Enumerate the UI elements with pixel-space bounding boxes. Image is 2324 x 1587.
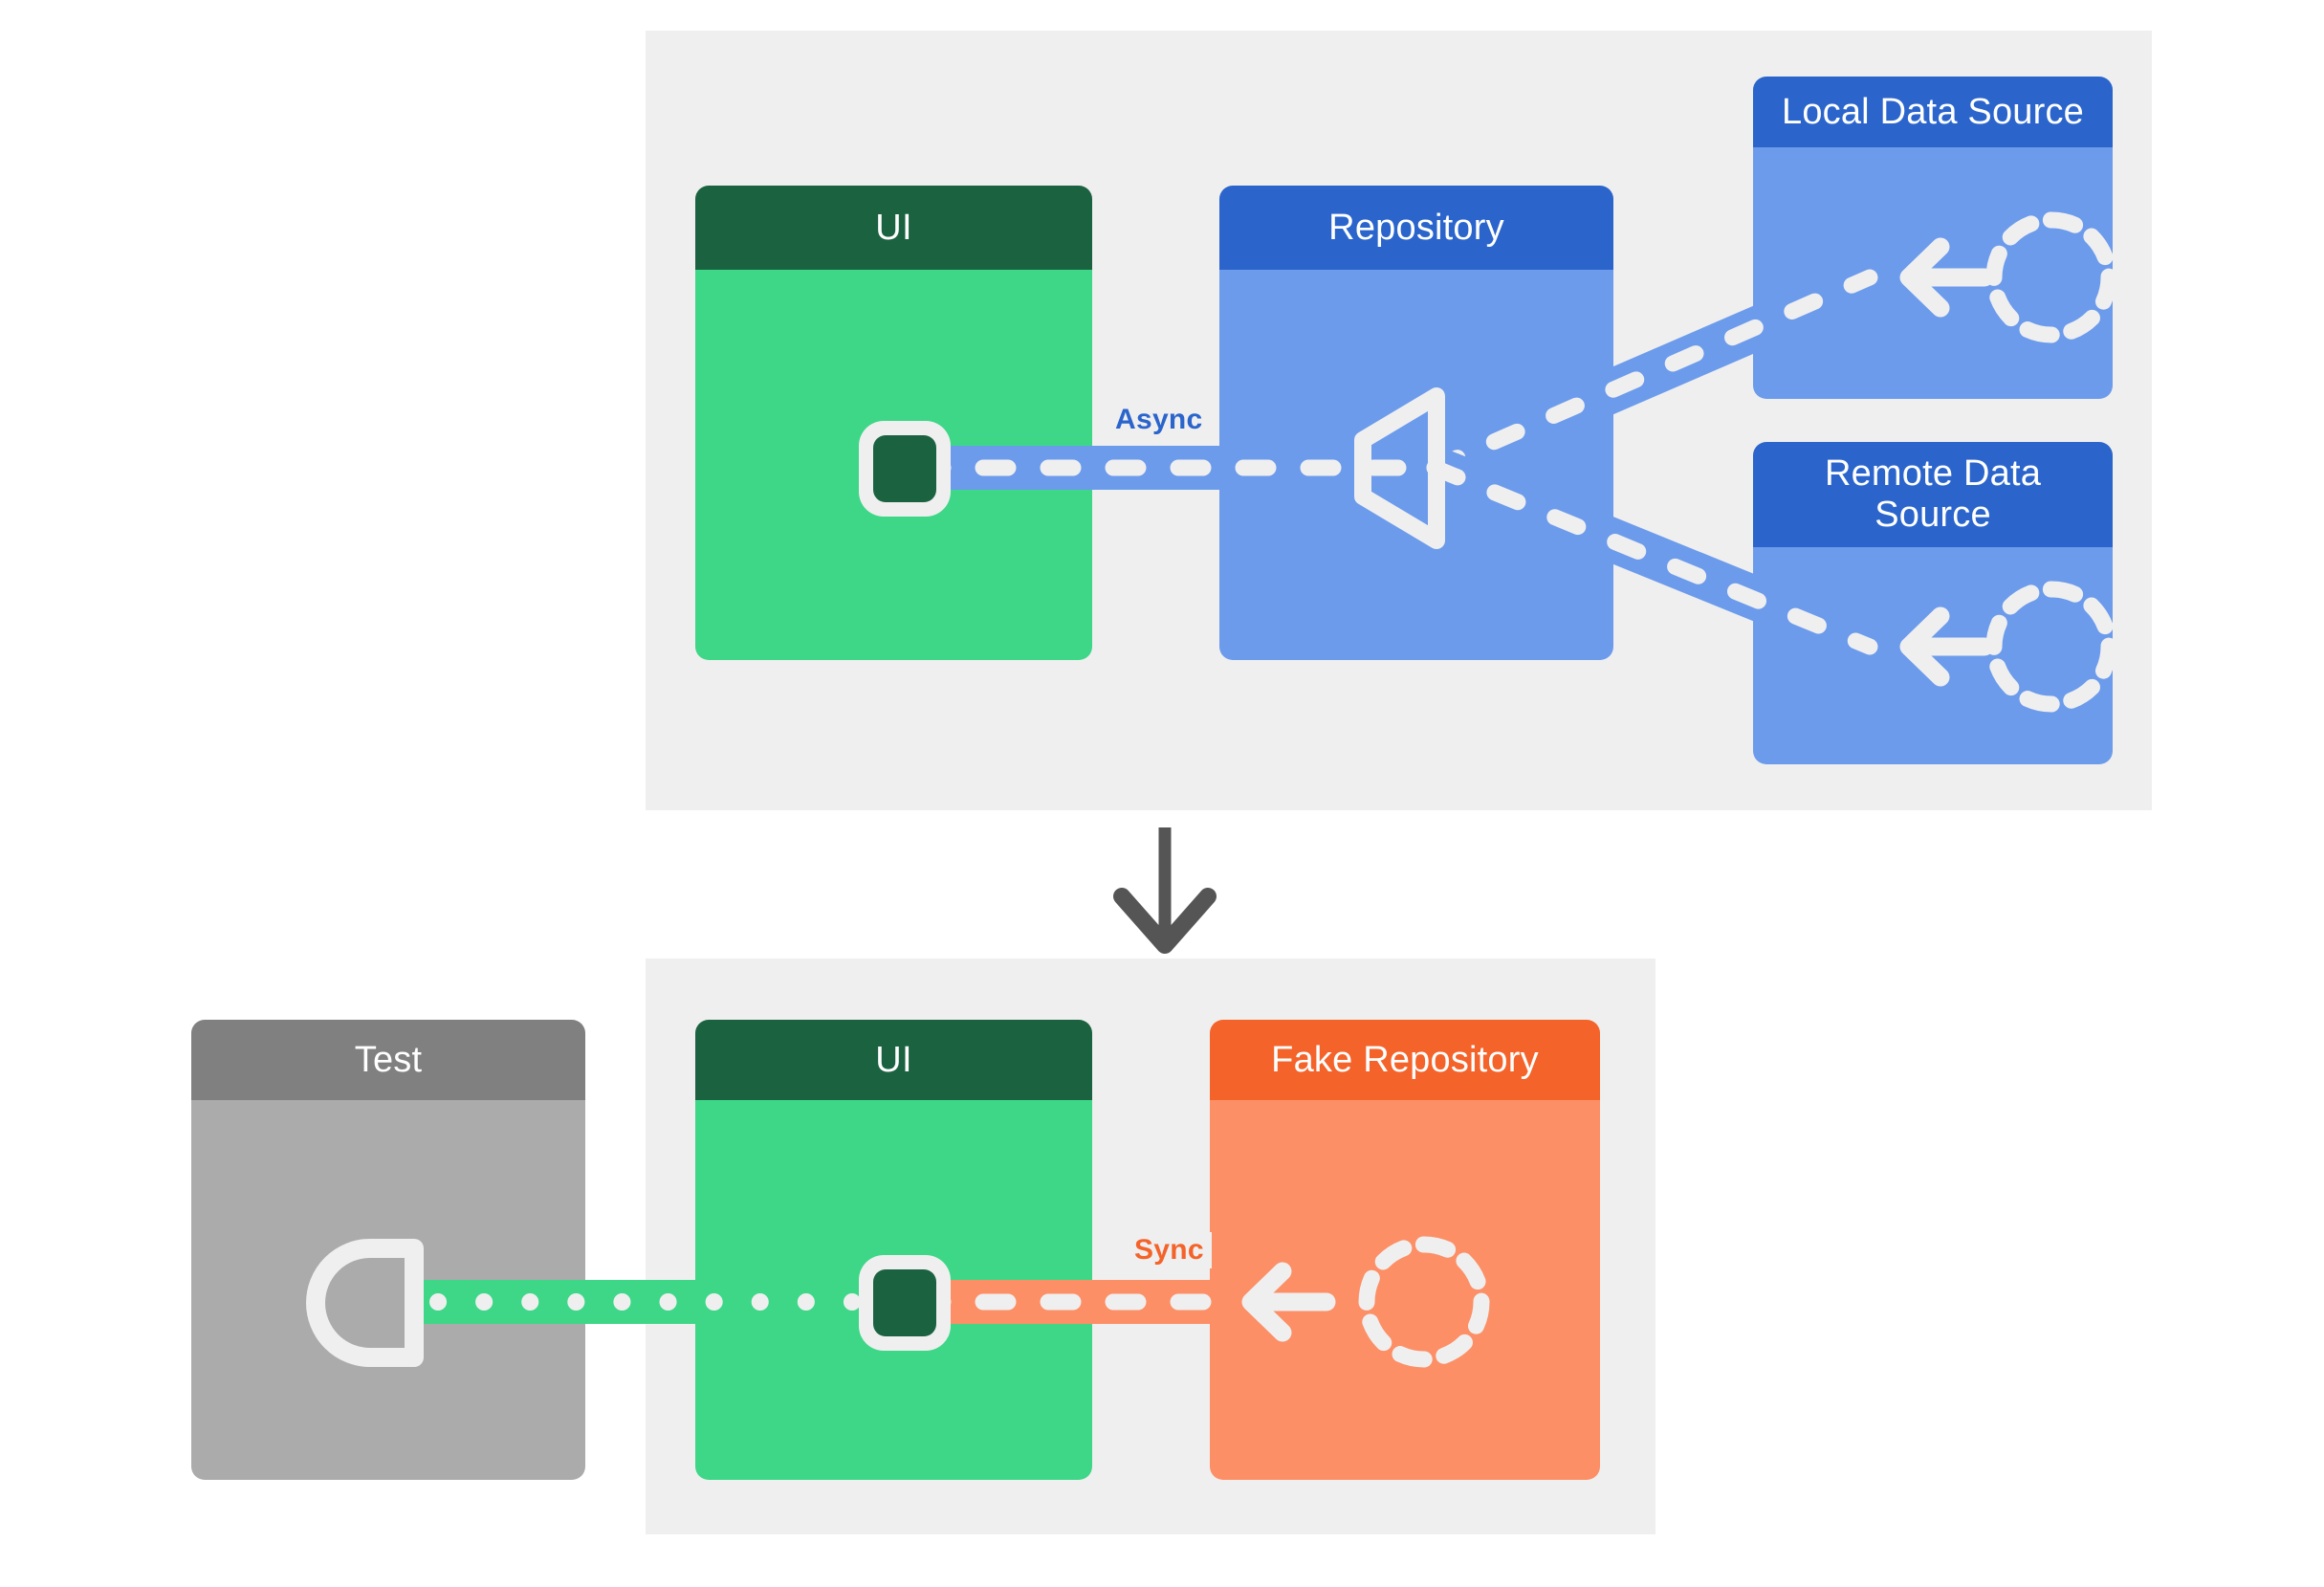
card-body-fake-repository [1210,1100,1600,1480]
card-body-ui-production [695,270,1092,660]
card-title-local-data-source: Local Data Source [1753,77,2113,147]
card-title-fake-repository: Fake Repository [1210,1020,1600,1100]
card-repository[interactable]: Repository [1219,186,1613,660]
card-ui-test[interactable]: UI [695,1020,1092,1480]
card-body-local-data-source [1753,147,2113,399]
card-remote-data-source[interactable]: Remote Data Source [1753,442,2113,764]
card-title-ui-production: UI [695,186,1092,270]
card-title-remote-data-source: Remote Data Source [1753,442,2113,547]
card-body-remote-data-source [1753,547,2113,764]
card-fake-repository[interactable]: Fake Repository [1210,1020,1600,1480]
card-ui-production[interactable]: UI [695,186,1092,660]
card-body-ui-test [695,1100,1092,1480]
card-title-repository: Repository [1219,186,1613,270]
down-arrow-icon [1113,827,1217,954]
card-test[interactable]: Test [191,1020,585,1480]
card-local-data-source[interactable]: Local Data Source [1753,77,2113,399]
connector-label-async: Async [1107,402,1211,438]
card-body-test [191,1100,585,1480]
connector-label-sync: Sync [1127,1232,1212,1268]
card-title-ui-test: UI [695,1020,1092,1100]
card-title-test: Test [191,1020,585,1100]
card-body-repository [1219,270,1613,660]
